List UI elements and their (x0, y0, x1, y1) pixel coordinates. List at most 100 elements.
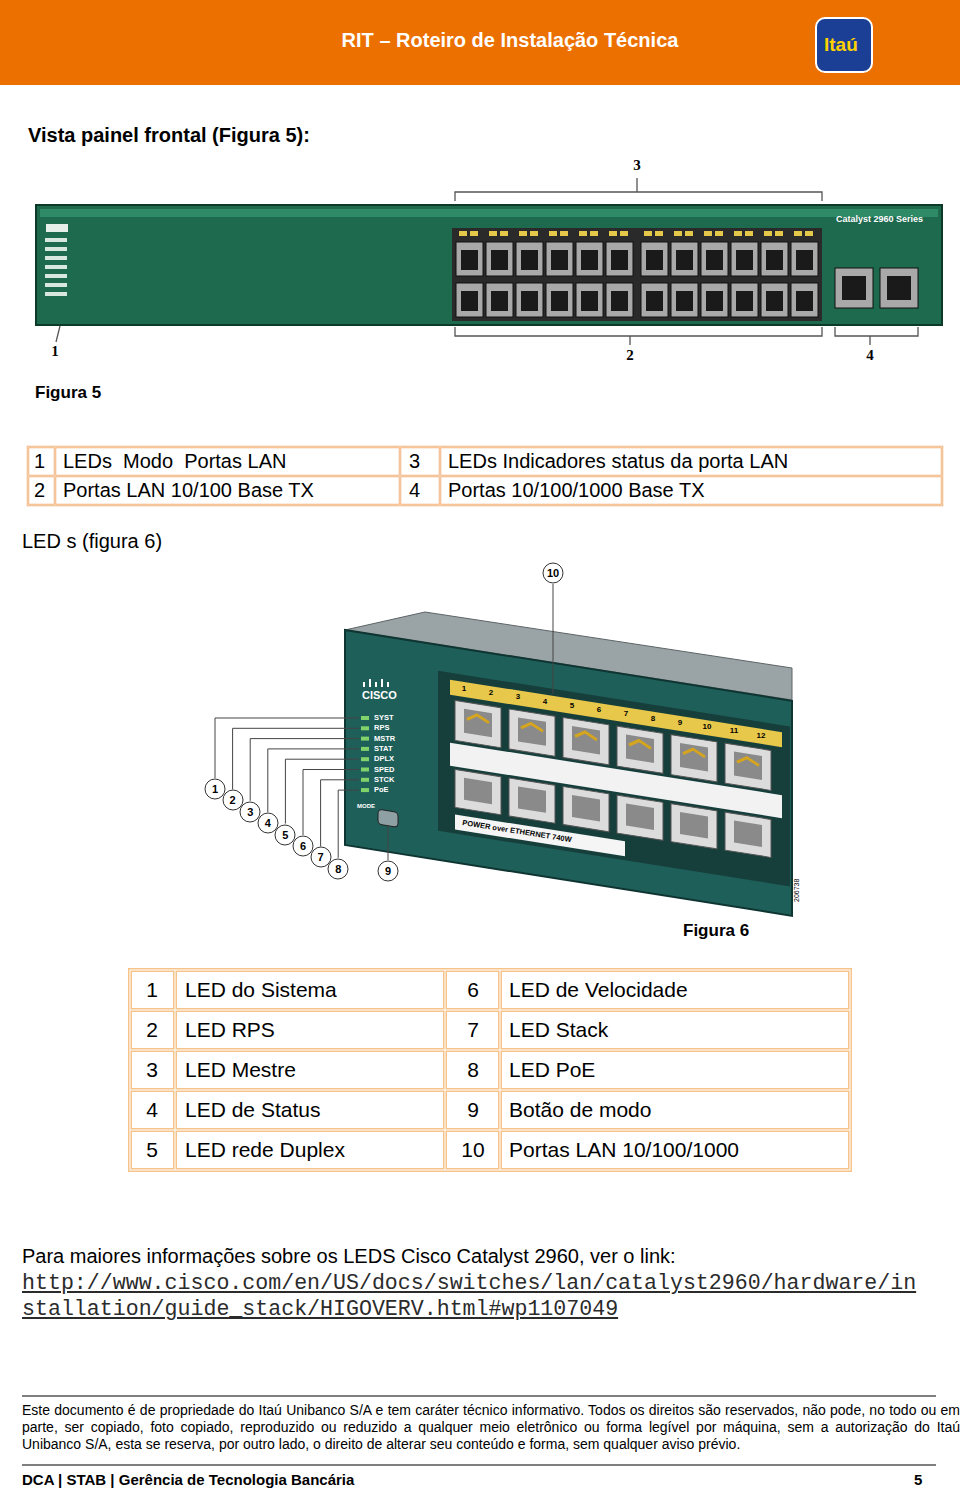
rj45-port (516, 283, 543, 317)
rj45-port (791, 283, 818, 317)
port-led (794, 231, 802, 236)
led-indicator (45, 238, 67, 242)
rj45-port (731, 283, 758, 317)
callout-number: 8 (328, 858, 349, 879)
rj45-socket (736, 291, 753, 311)
rj45-port (671, 804, 717, 849)
table-cell: LEDs Indicadores status da porta LAN (448, 450, 788, 473)
uplink-socket (887, 276, 911, 300)
callout-number: 10 (543, 563, 564, 584)
table-cell: 3 (146, 1058, 158, 1082)
port-contacts (629, 739, 651, 748)
switch-perspective-figure (215, 584, 792, 916)
rj45-socket (581, 250, 598, 270)
switch-housing (345, 630, 792, 916)
rj45-socket (626, 735, 654, 763)
hyperlink: http://www.cisco.com/en/US/docs/switches… (22, 1271, 916, 1296)
rj45-socket (736, 250, 753, 270)
port-contacts (521, 722, 543, 731)
table-rule (130, 1128, 850, 1132)
port-number: 7 (624, 710, 628, 718)
table-rule (500, 970, 501, 1170)
rj45-socket (572, 795, 600, 821)
uplink-socket (842, 276, 866, 300)
rj45-port (761, 283, 788, 317)
port-number: 11 (730, 727, 738, 735)
led-indicator (45, 256, 67, 260)
table-rule (130, 1050, 850, 1051)
uplink-port (880, 268, 918, 308)
callout-number: 9 (378, 861, 399, 882)
led-indicator (361, 778, 369, 782)
port-led (549, 231, 557, 236)
table-cell: LED rede Duplex (185, 1138, 345, 1162)
rj45-port (671, 242, 698, 276)
table-rule (498, 970, 502, 1170)
cisco-bars (381, 679, 383, 687)
callout-number: 3 (633, 157, 641, 174)
figure-id: 206738 (793, 879, 801, 902)
rj45-socket (464, 778, 492, 804)
led-label: SPED (374, 766, 394, 774)
rj45-socket (626, 804, 654, 830)
table-cell: LED do Sistema (185, 978, 337, 1002)
port-number: 8 (651, 715, 655, 723)
rj45-port (455, 769, 501, 814)
table-cell: LED RPS (185, 1018, 275, 1042)
logo-box (816, 18, 872, 72)
rj45-socket (461, 291, 478, 311)
port-number: 9 (678, 719, 682, 727)
table-cell: 3 (409, 450, 420, 473)
port-contacts (575, 730, 597, 739)
table-rule (130, 1088, 850, 1092)
rj45-socket (796, 291, 813, 311)
rj45-port (671, 283, 698, 317)
table-rule (173, 970, 177, 1170)
mode-button (378, 809, 398, 827)
rj45-socket (491, 291, 508, 311)
rj45-port (725, 812, 771, 857)
rj45-port (456, 283, 483, 317)
cisco-logo (46, 224, 68, 232)
rj45-port (563, 787, 609, 832)
rj45-port (486, 242, 513, 276)
leader-line (56, 326, 60, 342)
button-label: MODE (357, 803, 375, 810)
rj45-socket (464, 709, 492, 737)
table-cell: 1 (34, 450, 45, 473)
table-cell: 9 (467, 1098, 479, 1122)
rj45-socket (646, 291, 663, 311)
port-contacts (737, 756, 759, 765)
port-led (560, 231, 568, 236)
port-led (704, 231, 712, 236)
rj45-port (731, 242, 758, 276)
table-cell: Portas LAN 10/100/1000 (509, 1138, 739, 1162)
rj45-socket (706, 250, 723, 270)
rj45-port (509, 778, 555, 823)
led-indicator (361, 788, 369, 792)
rj45-port (701, 283, 728, 317)
rj45-port (761, 242, 788, 276)
led-indicator (361, 768, 369, 772)
table-rule (175, 970, 176, 1170)
rj45-port (456, 242, 483, 276)
table-cell: 10 (461, 1138, 484, 1162)
port-led (715, 231, 723, 236)
rj45-port (641, 283, 668, 317)
switch-front-face (345, 630, 792, 916)
port-led (519, 231, 527, 236)
port-led (674, 231, 682, 236)
port-number: 10 (703, 723, 712, 731)
table-cell: 2 (34, 479, 45, 502)
table-cell: LEDs Modo Portas LAN (63, 450, 286, 473)
table-cell: 4 (146, 1098, 158, 1122)
port-led (590, 231, 598, 236)
callout-number: 4 (866, 347, 874, 364)
led-label: RPS (374, 724, 389, 732)
table-grid (28, 447, 942, 505)
table-border (130, 970, 850, 1170)
led-indicator (361, 747, 369, 751)
led-indicator (45, 265, 67, 269)
rj45-socket (518, 717, 546, 745)
